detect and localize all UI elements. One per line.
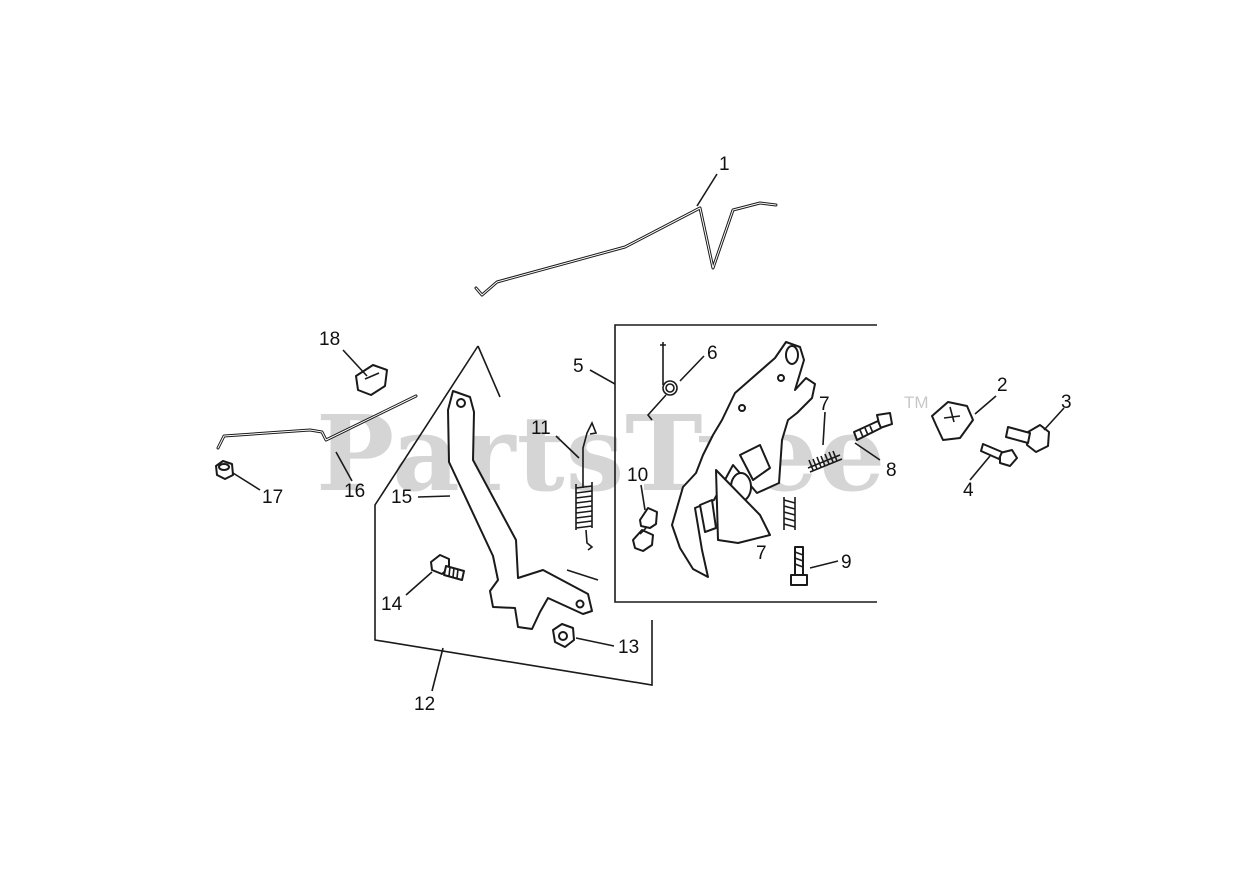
part-15-control-arm[interactable] <box>447 390 593 630</box>
part-17-grommet[interactable] <box>215 460 234 480</box>
callout-2[interactable]: 2 <box>997 375 1008 396</box>
callout-3[interactable]: 3 <box>1061 392 1072 413</box>
callout-14[interactable]: 14 <box>381 594 403 615</box>
callout-5[interactable]: 5 <box>573 356 584 377</box>
callout-7-upper[interactable]: 7 <box>819 394 830 415</box>
part-9-screw[interactable] <box>790 546 808 586</box>
callout-10[interactable]: 10 <box>627 465 648 486</box>
part-16-choke-rod[interactable] <box>216 394 418 450</box>
callout-8[interactable]: 8 <box>886 460 897 481</box>
callout-17[interactable]: 17 <box>262 487 283 508</box>
part-8-screw[interactable] <box>853 412 893 441</box>
part-12-group-outline <box>374 345 653 686</box>
part-6-torsion-spring[interactable] <box>646 342 678 421</box>
part-2-clip[interactable] <box>931 401 974 441</box>
part-5-control-plate[interactable] <box>671 341 816 578</box>
callout-7-lower[interactable]: 7 <box>756 543 767 564</box>
part-13-nut[interactable] <box>552 623 575 648</box>
callout-4[interactable]: 4 <box>963 480 974 501</box>
part-14-bolt[interactable] <box>430 554 465 581</box>
callout-18[interactable]: 18 <box>319 329 340 350</box>
callout-16[interactable]: 16 <box>344 481 365 502</box>
callout-9[interactable]: 9 <box>841 552 852 573</box>
callout-1[interactable]: 1 <box>719 154 730 175</box>
part-7-spring-lower[interactable] <box>783 497 796 530</box>
callout-15[interactable]: 15 <box>391 487 412 508</box>
callout-12[interactable]: 12 <box>414 694 435 715</box>
callout-labels: 1 2 3 4 5 6 7 7 8 9 10 11 12 13 14 15 16… <box>262 154 1072 715</box>
watermark-trademark: TM <box>904 393 929 412</box>
callout-11[interactable]: 11 <box>531 418 551 439</box>
part-5-group-outline <box>614 324 877 603</box>
part-4-bolt[interactable] <box>980 443 1018 467</box>
part-7-spring-upper[interactable] <box>807 450 843 473</box>
callout-6[interactable]: 6 <box>707 343 718 364</box>
callout-13[interactable]: 13 <box>618 637 639 658</box>
part-10-fitting[interactable] <box>632 507 658 552</box>
leader-lines <box>232 173 1065 692</box>
part-3-bolt[interactable] <box>1005 424 1050 453</box>
part-11-spring[interactable] <box>575 421 598 551</box>
part-1-throttle-rod[interactable] <box>474 201 778 297</box>
